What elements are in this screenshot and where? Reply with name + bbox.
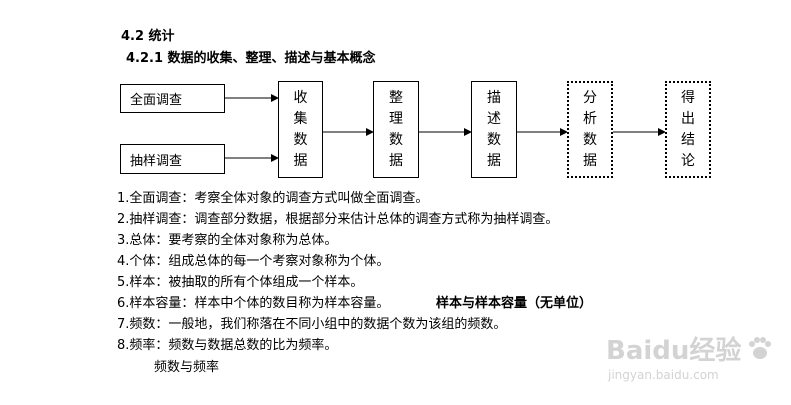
step-char: 出 <box>681 110 695 127</box>
step-char: 描 <box>487 89 501 106</box>
definition-item: 4.个体：组成总体的每一个考察对象称为个体。 <box>117 254 390 269</box>
step-char: 据 <box>293 152 308 169</box>
section-heading: 4.2 统计 <box>121 29 175 44</box>
step-collect-data: 收 集 数 据 <box>278 81 323 178</box>
step-analyze-data: 分 析 数 据 <box>567 81 613 178</box>
step-describe-data: 描 述 数 据 <box>471 81 517 178</box>
definition-list: 1.全面调查：考察全体对象的调查方式叫做全面调查。 2.抽样调查：调查部分数据，… <box>117 188 592 356</box>
full-survey-box: 全面调查 <box>120 84 225 113</box>
watermark: Baidu经验 jingyan.baidu.com <box>606 330 772 390</box>
definition-item: 8.频率：频数与数据总数的比为频率。 <box>117 338 338 353</box>
step-char: 论 <box>681 152 695 169</box>
step-organize-data: 整 理 数 据 <box>373 81 419 178</box>
frequency-caption: 频数与频率 <box>154 360 220 375</box>
step-char: 数 <box>293 131 308 148</box>
step-char: 数 <box>487 131 501 148</box>
definition-item: 3.总体：要考察的全体对象称为总体。 <box>117 233 338 248</box>
inline-heading: 样本与样本容量（无单位） <box>436 296 593 311</box>
paw-icon <box>749 336 772 359</box>
definition-item-row: 6.样本容量：样本中个体的数目称为样本容量。 样本与样本容量（无单位） <box>117 293 592 314</box>
step-char: 据 <box>487 152 501 169</box>
flow-connectors <box>225 94 666 162</box>
step-char: 数 <box>389 131 403 148</box>
step-char: 析 <box>583 110 597 127</box>
watermark-url: jingyan.baidu.com <box>608 368 719 382</box>
sample-survey-box: 抽样调查 <box>120 144 225 174</box>
step-char: 数 <box>583 131 597 148</box>
step-char: 分 <box>583 89 597 106</box>
step-char: 收 <box>293 89 308 106</box>
definition-item: 7.频数：一般地，我们称落在不同小组中的数据个数为该组的频数。 <box>117 317 507 332</box>
full-survey-label: 全面调查 <box>130 93 183 108</box>
definition-item: 2.抽样调查：调查部分数据，根据部分来估计总体的调查方式称为抽样调查。 <box>117 212 559 227</box>
watermark-logo: Baidu经验 <box>606 330 773 367</box>
definition-item: 6.样本容量：样本中个体的数目称为样本容量。 <box>117 296 390 311</box>
step-char: 集 <box>293 110 308 127</box>
step-char: 理 <box>389 110 403 127</box>
step-char: 据 <box>583 152 597 169</box>
sample-survey-label: 抽样调查 <box>130 153 183 169</box>
subsection-heading: 4.2.1 数据的收集、整理、描述与基本概念 <box>126 51 376 66</box>
step-char: 据 <box>389 152 403 169</box>
step-draw-conclusion: 得 出 结 论 <box>665 81 711 178</box>
watermark-logo-text: Baidu经验 <box>606 336 742 366</box>
step-char: 结 <box>681 131 695 148</box>
step-char: 得 <box>681 89 695 106</box>
definition-item: 5.样本：被抽取的所有个体组成一个样本。 <box>117 275 364 290</box>
definition-item: 1.全面调查：考察全体对象的调查方式叫做全面调查。 <box>117 191 429 206</box>
step-char: 整 <box>389 89 403 106</box>
step-char: 述 <box>487 110 501 127</box>
